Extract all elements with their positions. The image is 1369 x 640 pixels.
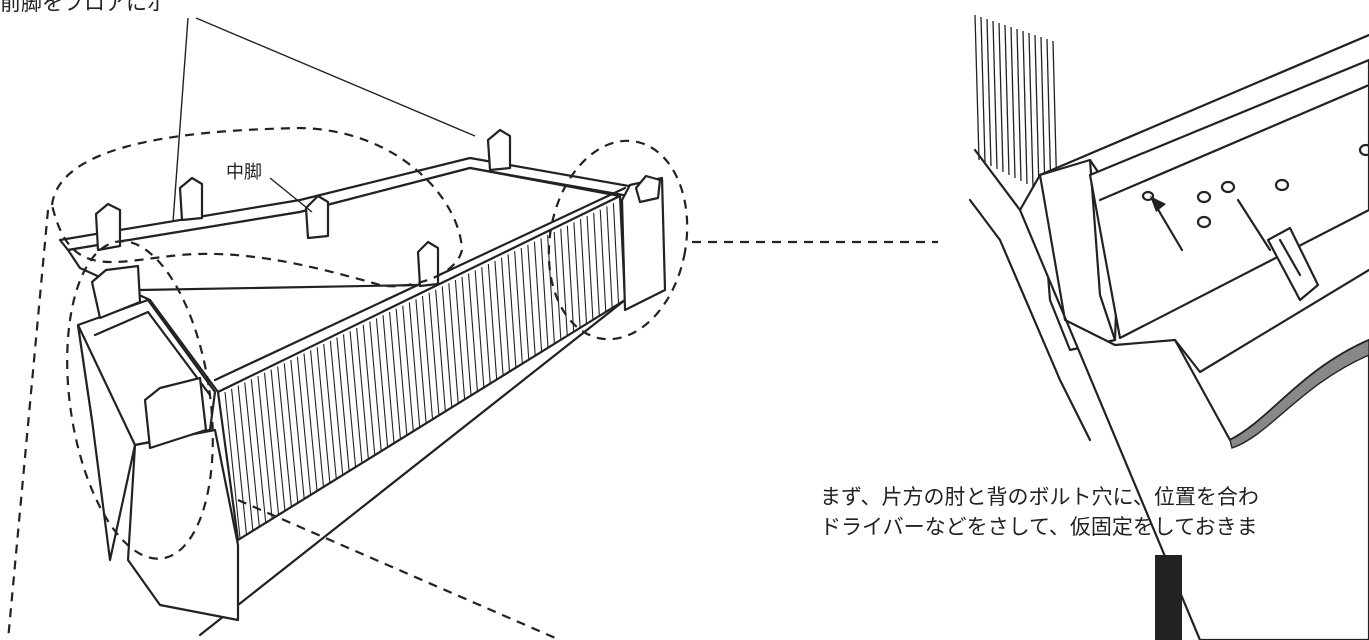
caption-line-2: ドライバーなどをさして、仮固定をしておきま [820,515,1258,539]
leg-block-front-arm [143,376,208,450]
leg-block-1 [94,202,122,252]
dashed-callout-bottom [237,498,561,640]
detail-outer-edge [968,198,1092,442]
left-arm-front [126,428,240,622]
detail-top-edge-1 [1038,33,1369,177]
detail-back-board [1088,58,1369,340]
detail-board-line [1098,83,1369,202]
middle-leg-block [304,194,330,240]
sofa-frame-illustration: 中脚 [6,17,938,640]
top-instruction-text: 前脚をフロアにボルトで止めます [0,0,160,15]
leader-line-right [195,17,476,137]
left-arm-side [76,323,137,562]
dashed-region-right-corner [547,139,689,341]
black-bar-marker [1155,555,1182,640]
leg-block-front-left [90,264,142,320]
insert-arrow [1154,204,1184,252]
detail-slat-base [973,148,1022,212]
middle-leg-leader [269,177,313,213]
detail-lower-edge [1173,268,1369,374]
instruction-caption: まず、片方の肘と背のボルト穴に、位置を合わ ドライバーなどをさして、仮固定をして… [820,482,1369,542]
detail-cut-edge [1229,339,1369,449]
front-panel-slats [224,203,620,539]
bolt-hole-target [1141,190,1155,202]
screwdriver-icon [1236,198,1320,302]
dashed-callout-left [6,209,50,640]
detail-illustration [968,14,1369,640]
dashed-region-left-arm [66,240,214,560]
front-bottom-edge [198,298,627,637]
caption-line-1: まず、片方の肘と背のボルト穴に、位置を合わ [820,485,1259,509]
corner-leg-right-front [634,174,662,204]
middle-leg-label: 中脚 [226,162,262,183]
floor-seam [138,283,422,292]
detail-slats [974,14,1058,200]
leg-block-4 [416,240,440,288]
leg-block-2 [178,176,204,222]
leg-block-back-right [486,128,512,172]
bolt-holes [1196,143,1369,229]
insert-arrowhead [1150,196,1166,212]
left-arm-inner-edge [93,310,212,397]
